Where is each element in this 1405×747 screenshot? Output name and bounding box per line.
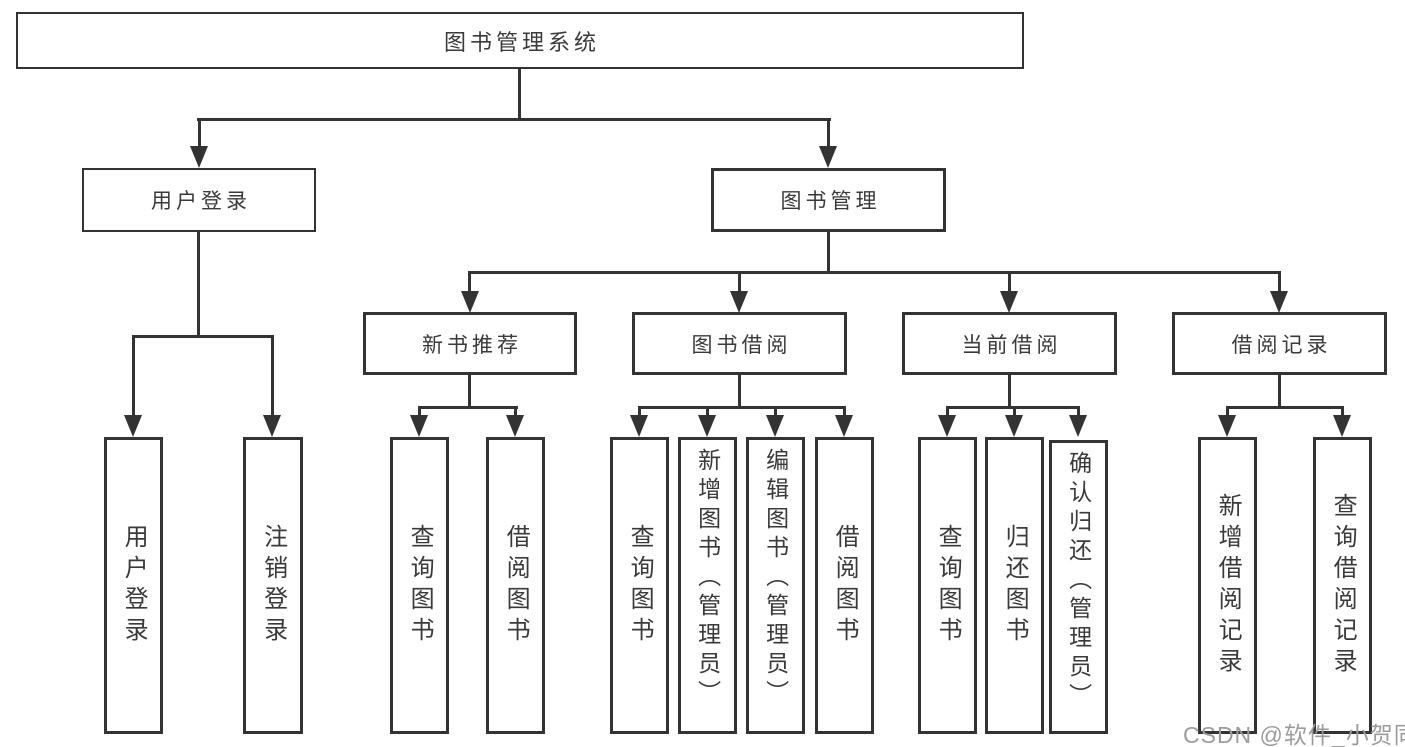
connector-arrowhead: [1000, 291, 1018, 313]
leaf-query-books-recommend-label: 查询图书: [406, 523, 434, 648]
leaf-add-borrow-record-label: 新增借阅记录: [1214, 492, 1242, 679]
connector-line: [271, 335, 274, 417]
connector-arrowhead: [190, 146, 208, 168]
connector-line: [843, 406, 846, 418]
connector-line: [514, 406, 517, 418]
connector-line: [197, 118, 831, 121]
connector-line: [827, 232, 830, 273]
connector-line: [1013, 406, 1016, 418]
node-current-borrowing: 当前借阅: [902, 312, 1117, 375]
connector-line: [418, 406, 421, 418]
leaf-add-borrow-record: 新增借阅记录: [1198, 437, 1257, 734]
leaf-user-login-label: 用户登录: [120, 523, 148, 648]
leaf-borrow-books-recommend: 借阅图书: [486, 437, 545, 734]
connector-arrowhead: [1218, 415, 1236, 437]
leaf-confirm-return-admin: 确认归还（管理员）: [1049, 440, 1108, 734]
connector-line: [774, 406, 777, 418]
connector-line: [706, 406, 709, 418]
node-book-borrowing: 图书借阅: [632, 312, 847, 375]
leaf-logout: 注销登录: [243, 437, 303, 734]
connector-line: [132, 335, 274, 338]
connector-arrowhead: [698, 415, 716, 437]
leaf-add-books-admin: 新增图书（管理员）: [678, 437, 737, 734]
connector-line: [946, 406, 949, 418]
leaf-query-borrow-record: 查询借阅记录: [1313, 437, 1372, 734]
node-book-management-label: 图书管理: [780, 190, 881, 213]
leaf-user-login: 用户登录: [104, 437, 163, 734]
connector-line: [518, 67, 521, 119]
leaf-borrow-books-borrowing: 借阅图书: [815, 437, 874, 734]
connector-line: [827, 118, 830, 148]
connector-arrowhead: [630, 415, 648, 437]
connector-line: [1226, 406, 1229, 418]
connector-line: [468, 271, 1281, 274]
connector-line: [738, 271, 741, 293]
connector-arrowhead: [1005, 415, 1023, 437]
connector-line: [468, 375, 471, 409]
connector-arrowhead: [506, 415, 524, 437]
connector-arrowhead: [766, 415, 784, 437]
connector-line: [738, 375, 741, 409]
connector-arrowhead: [1069, 415, 1087, 437]
connector-arrowhead: [730, 291, 748, 313]
leaf-borrow-books-recommend-label: 借阅图书: [502, 523, 530, 648]
node-new-book-recommend: 新书推荐: [363, 312, 577, 375]
leaf-return-books: 归还图书: [985, 437, 1044, 734]
connector-arrowhead: [124, 415, 142, 437]
leaf-query-borrow-record-label: 查询借阅记录: [1329, 492, 1357, 679]
connector-line: [198, 118, 201, 148]
connector-arrowhead: [461, 291, 479, 313]
node-book-management: 图书管理: [711, 168, 946, 232]
connector-line: [1278, 271, 1281, 293]
leaf-query-books-current: 查询图书: [918, 437, 977, 734]
connector-arrowhead: [263, 415, 281, 437]
connector-line: [197, 232, 200, 337]
leaf-query-books-borrowing-label: 查询图书: [626, 523, 654, 648]
leaf-edit-books-admin-label: 编辑图书（管理员）: [762, 448, 789, 709]
connector-line: [638, 406, 641, 418]
connector-line: [638, 406, 846, 409]
node-user-login-label: 用户登录: [151, 190, 251, 213]
leaf-logout-label: 注销登录: [259, 523, 287, 648]
leaf-borrow-books-borrowing-label: 借阅图书: [831, 523, 859, 648]
connector-arrowhead: [835, 415, 853, 437]
leaf-query-books-borrowing: 查询图书: [610, 437, 669, 734]
node-new-book-recommend-label: 新书推荐: [422, 333, 522, 357]
connector-arrowhead: [819, 146, 837, 168]
connector-line: [1278, 375, 1281, 409]
leaf-query-books-recommend: 查询图书: [390, 437, 449, 734]
connector-line: [132, 335, 135, 417]
leaf-return-books-label: 归还图书: [1001, 523, 1029, 648]
node-borrow-records-label: 借阅记录: [1231, 333, 1332, 357]
connector-line: [1341, 406, 1344, 418]
node-current-borrowing-label: 当前借阅: [961, 333, 1062, 357]
connector-line: [468, 271, 471, 293]
node-root: 图书管理系统: [16, 12, 1024, 69]
watermark: CSDN @软件_小贺同学: [1183, 722, 1405, 747]
connector-line: [1008, 271, 1011, 293]
node-borrow-records: 借阅记录: [1172, 312, 1387, 375]
leaf-confirm-return-admin-label: 确认归还（管理员）: [1065, 451, 1092, 712]
node-root-label: 图书管理系统: [443, 29, 600, 55]
connector-arrowhead: [410, 415, 428, 437]
leaf-edit-books-admin: 编辑图书（管理员）: [746, 437, 805, 734]
leaf-query-books-current-label: 查询图书: [934, 523, 962, 648]
connector-arrowhead: [1333, 415, 1351, 437]
node-book-borrowing-label: 图书借阅: [691, 333, 792, 357]
connector-arrowhead: [938, 415, 956, 437]
node-user-login: 用户登录: [82, 168, 316, 232]
connector-line: [418, 406, 518, 409]
leaf-add-books-admin-label: 新增图书（管理员）: [694, 448, 721, 709]
connector-line: [1008, 375, 1011, 409]
connector-line: [1226, 406, 1344, 409]
connector-line: [1077, 406, 1080, 418]
connector-arrowhead: [1270, 291, 1288, 313]
